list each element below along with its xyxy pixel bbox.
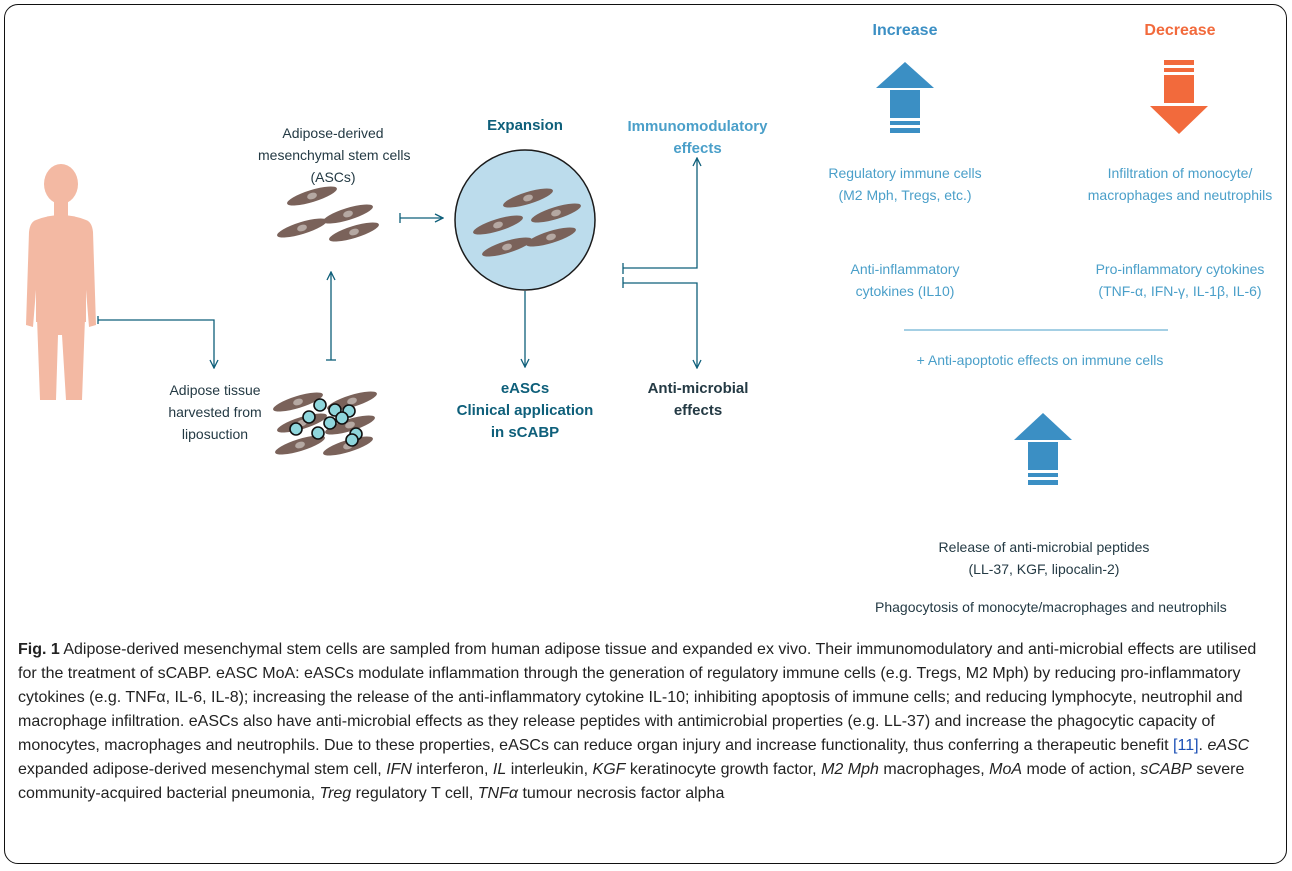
eascs-line-2: Clinical application	[456, 402, 594, 419]
expansion-dish-icon	[454, 149, 596, 291]
tissue-label: Adipose tissue harvested from liposuctio…	[150, 379, 280, 445]
abbr-definition: tumour necrosis factor alpha	[518, 785, 725, 802]
release-label: Release of anti-microbial peptides (LL-3…	[920, 536, 1168, 580]
abbr-term: MoA	[989, 761, 1023, 778]
arrow-tissue-to-ascs	[326, 272, 336, 361]
adipose-tissue-icon	[271, 387, 379, 460]
anti-inflammatory-line-1: Anti-inflammatory	[850, 261, 960, 277]
phagocytosis-label: Phagocytosis of monocyte/macrophages and…	[875, 599, 1227, 615]
abbr-term: IL	[492, 761, 507, 778]
immunomodulatory-label: Immunomodulatory effects	[615, 116, 780, 160]
abbr-term: Treg	[319, 785, 352, 802]
tissue-label-line-1: Adipose tissue	[169, 382, 261, 398]
connector-body-to-tissue	[97, 316, 214, 368]
caption-figure-label: Fig. 1	[18, 641, 60, 658]
anti-inflammatory-line-2: cytokines (IL10)	[855, 283, 955, 299]
pro-inflammatory-line-2: (TNF-α, IFN-γ, IL-1β, IL-6)	[1098, 283, 1262, 299]
ascs-label-line-2: mesenchymal stem cells	[258, 147, 411, 163]
expansion-label: Expansion	[487, 117, 563, 134]
infiltration-line-1: Infiltration of monocyte/	[1107, 165, 1253, 181]
anti-apoptotic-label: + Anti-apoptotic effects on immune cells	[916, 352, 1164, 368]
abbr-definition: severe community-acquired bacterial pneu…	[18, 761, 1245, 802]
antimicrobial-line-1: Anti-microbial	[647, 380, 749, 397]
abbr-definition: regulatory T cell,	[351, 785, 478, 802]
arrow-ascs-to-expansion	[399, 213, 443, 223]
release-line-1: Release of anti-microbial peptides	[938, 539, 1150, 555]
immunomodulatory-line-1: Immunomodulatory	[627, 118, 768, 135]
human-body-icon	[26, 164, 96, 400]
anti-inflammatory-label: Anti-inflammatory cytokines (IL10)	[815, 258, 995, 302]
figure-caption: Fig. 1 Adipose-derived mesenchymal stem …	[18, 638, 1276, 806]
infiltration-line-2: macrophages and neutrophils	[1087, 187, 1273, 203]
eascs-label: eASCs Clinical application in sCABP	[455, 378, 595, 444]
abbr-definition: interleukin,	[506, 761, 593, 778]
release-increase-arrow-icon	[1014, 413, 1072, 485]
abbr-definition: expanded adipose-derived mesenchymal ste…	[18, 761, 387, 778]
eascs-line-3: in sCABP	[490, 424, 560, 441]
abbr-definition: macrophages,	[878, 761, 990, 778]
tissue-label-line-3: liposuction	[181, 426, 249, 442]
ascs-label: Adipose-derived mesenchymal stem cells (…	[258, 122, 411, 188]
abbr-term: IFN	[386, 761, 412, 778]
ascs-cells-icon	[275, 182, 381, 246]
regulatory-cells-line-2: (M2 Mph, Tregs, etc.)	[838, 187, 972, 203]
figure-frame	[4, 4, 1287, 864]
regulatory-cells-line-1: Regulatory immune cells	[828, 165, 982, 181]
diagram-graphics	[26, 60, 1208, 485]
decrease-arrow-icon	[1150, 60, 1208, 134]
infiltration-label: Infiltration of monocyte/ macrophages an…	[1070, 162, 1290, 206]
abbr-term: sCABP	[1140, 761, 1192, 778]
antimicrobial-label: Anti-microbial effects	[630, 378, 766, 422]
caption-text: .	[1198, 737, 1208, 754]
abbr-term: KGF	[592, 761, 626, 778]
tissue-label-line-2: harvested from	[168, 404, 262, 420]
release-line-2: (LL-37, KGF, lipocalin-2)	[968, 561, 1120, 577]
abbr-term: TNFα	[477, 785, 519, 802]
immunomodulatory-line-2: effects	[673, 140, 722, 157]
abbr-definition: keratinocyte growth factor,	[625, 761, 822, 778]
abbr-term: eASC	[1207, 737, 1250, 754]
caption-reference-link[interactable]: [11]	[1173, 737, 1199, 754]
connector-to-effects	[622, 158, 697, 368]
eascs-line-1: eASCs	[500, 380, 550, 397]
ascs-label-line-1: Adipose-derived	[282, 125, 384, 141]
ascs-label-line-3: (ASCs)	[310, 169, 356, 185]
abbr-definition: interferon,	[411, 761, 493, 778]
decrease-header: Decrease	[1144, 22, 1216, 39]
antimicrobial-line-2: effects	[673, 402, 723, 419]
pro-inflammatory-line-1: Pro-inflammatory cytokines	[1095, 261, 1265, 277]
increase-arrow-icon	[876, 62, 934, 133]
regulatory-cells-label: Regulatory immune cells (M2 Mph, Tregs, …	[800, 162, 1010, 206]
abbr-definition: mode of action,	[1022, 761, 1141, 778]
pro-inflammatory-label: Pro-inflammatory cytokines (TNF-α, IFN-γ…	[1075, 258, 1285, 302]
abbr-term: M2 Mph	[821, 761, 879, 778]
increase-header: Increase	[872, 22, 938, 39]
caption-body: Adipose-derived mesenchymal stem cells a…	[18, 641, 1257, 754]
